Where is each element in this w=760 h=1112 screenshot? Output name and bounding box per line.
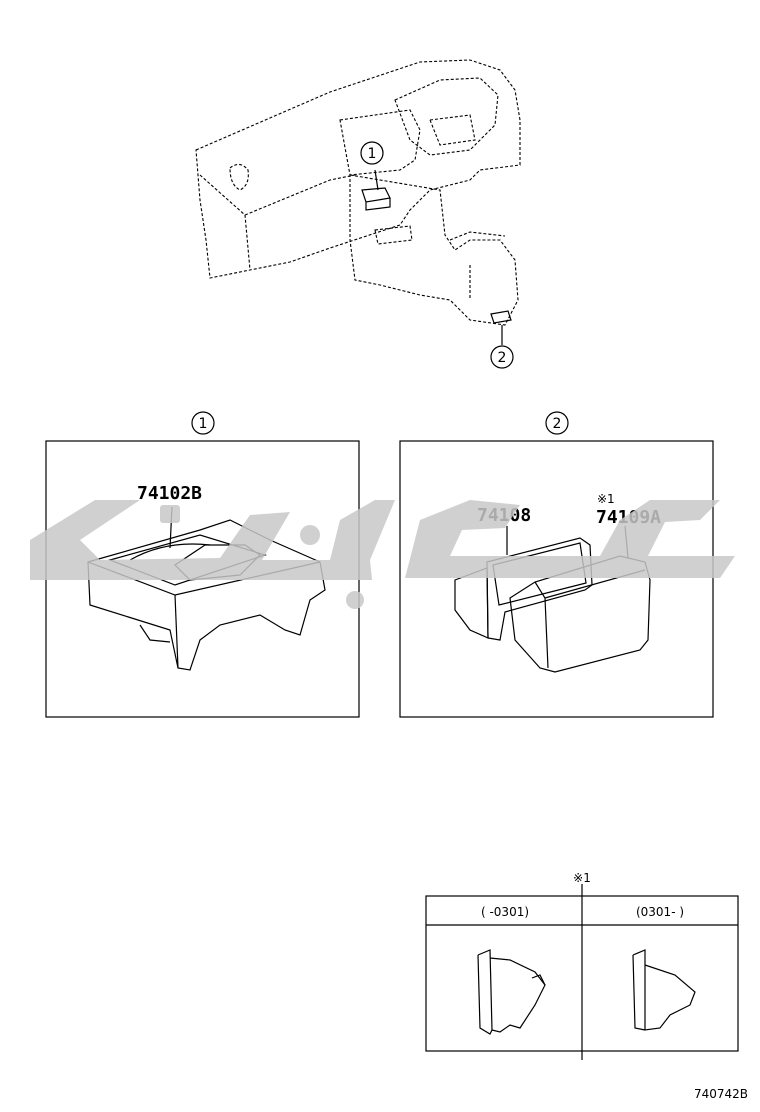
callout-number: 1	[199, 416, 208, 432]
dashboard-overview	[195, 59, 521, 345]
part-74108-drawing	[454, 526, 593, 641]
overview-callout-1: 1	[360, 141, 384, 165]
part-number-74102B: 74102B	[137, 483, 202, 504]
note-mark-1: ※1	[597, 492, 615, 506]
table-variant-1-drawing	[477, 949, 546, 1035]
table-header-col2: (0301- )	[636, 905, 684, 919]
panel1-callout: 1	[191, 411, 215, 435]
callout-number: 2	[553, 416, 562, 432]
table-note-mark: ※1	[573, 871, 591, 885]
panel2-frame	[399, 440, 714, 718]
diagram-code: 740742B	[694, 1087, 748, 1101]
callout-number: 1	[368, 146, 377, 162]
watermark-logo	[30, 500, 735, 609]
note-table	[425, 895, 739, 1052]
overview-callout-2: 2	[490, 345, 514, 369]
panel2-callout: 2	[545, 411, 569, 435]
callout-number: 2	[498, 350, 507, 366]
table-header-col1: ( -0301)	[481, 905, 529, 919]
table-variant-2-drawing	[632, 949, 696, 1031]
part-74102B-drawing	[87, 506, 326, 671]
